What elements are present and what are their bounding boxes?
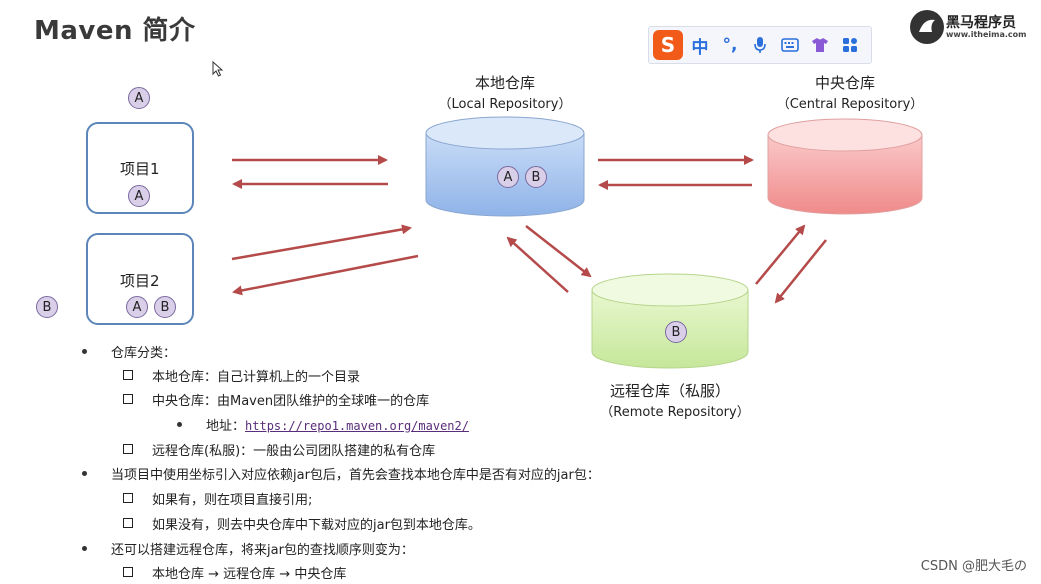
local-repo-subtitle: （Local Repository） [438, 97, 572, 112]
central-repo-subtitle: （Central Repository） [776, 97, 924, 112]
local-repo-dep-b: B [525, 166, 547, 188]
remote-repo-subtitle: （Remote Repository） [600, 405, 750, 420]
project2-dep-a: A [126, 296, 148, 318]
ime-toolbar[interactable]: S 中 °, [648, 26, 872, 64]
bullet-dot [82, 471, 87, 476]
remote-repo-dep-b: B [665, 321, 687, 343]
brand-url: www.itheima.com [946, 30, 1027, 39]
arrow-central-to-remote [774, 239, 827, 304]
note-new-order: 本地仓库 → 远程仓库 → 中央仓库 [152, 567, 347, 582]
mouse-cursor-icon [212, 61, 224, 77]
note-remote-repo: 远程仓库(私服)：一般由公司团队搭建的私有仓库 [152, 444, 436, 459]
note-remote-setup: 还可以搭建远程仓库，将来jar包的查找顺序则变为： [111, 543, 414, 558]
arrow-remote-to-central [755, 224, 806, 285]
note-local-repo: 本地仓库：自己计算机上的一个目录 [152, 370, 361, 385]
skin-icon[interactable] [807, 32, 833, 58]
remote-repo-cylinder [591, 273, 749, 369]
toolbox-icon[interactable] [837, 32, 863, 58]
local-repo-dep-a: A [497, 166, 519, 188]
bullet-square [123, 518, 133, 528]
remote-repo-title: 远程仓库（私服） [609, 382, 730, 400]
bullet-dot [82, 546, 87, 551]
bullet-square [123, 493, 133, 503]
arrow-local-to-remote [525, 225, 592, 278]
arrow-remote-to-local [506, 236, 569, 293]
note-lookup-order: 当项目中使用坐标引入对应依赖jar包后，首先会查找本地仓库中是否有对应的jar包… [111, 468, 600, 483]
floating-dep-b: B [36, 296, 58, 318]
punctuation-icon[interactable]: °, [722, 35, 738, 55]
arrow-project2-to-local [231, 224, 412, 261]
local-repo-title: 本地仓库 [474, 74, 535, 92]
note-if-not-found: 如果没有，则去中央仓库中下载对应的jar包到本地仓库。 [152, 518, 481, 533]
note-central-address: 地址：https://repo1.maven.org/maven2/ [206, 415, 469, 434]
note-central-repo: 中央仓库：由Maven团队维护的全球唯一的仓库 [152, 394, 430, 409]
central-repo-title: 中央仓库 [814, 74, 875, 92]
brand-name: 黑马程序员 [946, 15, 1016, 31]
address-label: 地址： [206, 419, 246, 434]
brand-logo-icon [910, 10, 944, 44]
watermark: CSDN @肥大毛の [920, 559, 1027, 574]
project2-dep-b: B [154, 296, 176, 318]
central-repo-cylinder [767, 118, 923, 215]
project2-label: 项目2 [120, 272, 160, 290]
note-repo-categories: 仓库分类： [111, 346, 177, 361]
project1-label: 项目1 [120, 160, 160, 178]
central-repo-link[interactable]: https://repo1.maven.org/maven2/ [245, 419, 469, 433]
bullet-dot [82, 349, 87, 354]
bullet-square [123, 444, 133, 454]
arrow-local-to-project2 [232, 254, 419, 296]
note-if-found: 如果有，则在项目直接引用; [152, 493, 313, 508]
floating-dep-a: A [128, 87, 150, 109]
bullet-dot [177, 422, 182, 427]
bullet-square [123, 394, 133, 404]
bullet-square [123, 370, 133, 380]
sogou-logo-icon[interactable]: S [653, 30, 683, 60]
page-title: Maven 简介 [34, 16, 196, 46]
chinese-mode-icon[interactable]: 中 [691, 37, 709, 58]
project1-dep-a: A [128, 185, 150, 207]
microphone-icon[interactable] [747, 32, 773, 58]
bullet-square [123, 567, 133, 577]
keyboard-icon[interactable] [777, 32, 803, 58]
